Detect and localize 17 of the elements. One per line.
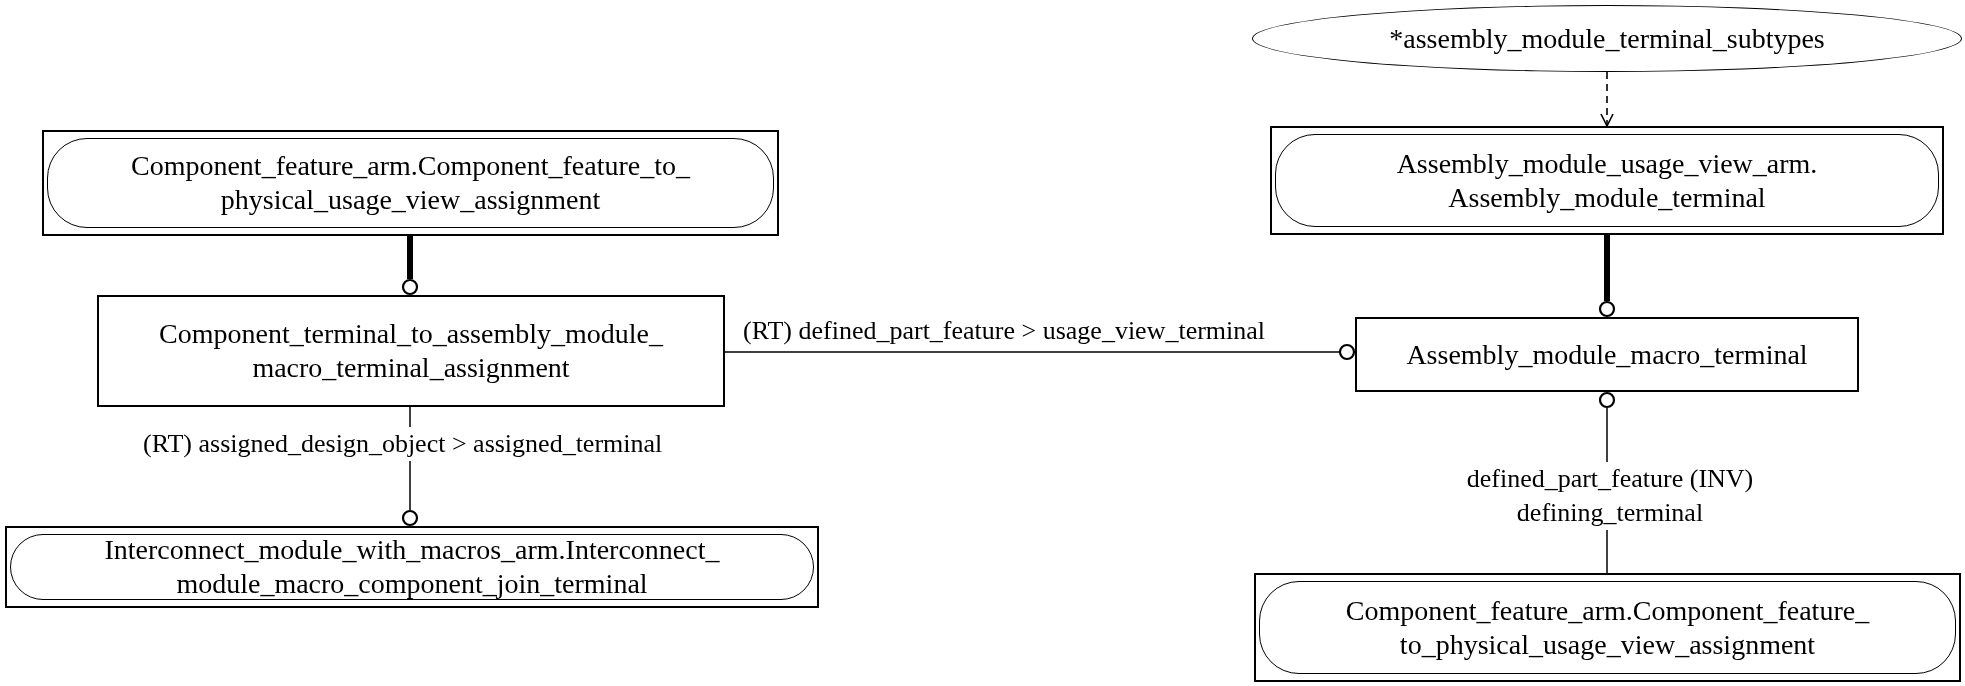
entity-name: *assembly_module_terminal_subtypes: [1389, 21, 1825, 56]
reference-entity-box: [5, 526, 819, 608]
entity-name: Assembly_module_macro_terminal: [1406, 337, 1808, 372]
reference-entity-box: [42, 130, 779, 236]
entity-name: Component_feature_arm.Component_feature_to_ physical_usage_view_assignment: [129, 149, 692, 217]
reference-entity-box: [1270, 126, 1944, 235]
entity-name: Interconnect_module_with_macros_arm.Interconnect_ module_macro_component_join_terminal: [103, 533, 721, 601]
relationship-line: [724, 343, 1356, 361]
entity-box: [1355, 317, 1859, 392]
entity-name: Component_feature_arm.Component_feature_ to_physical_usage_view_assignment: [1344, 593, 1871, 662]
relationship-line: [401, 236, 419, 296]
entity-name: Component_terminal_to_assembly_module_ macro_terminal_assignment: [158, 317, 665, 385]
relationship-line: [1598, 235, 1616, 318]
entity-box: [97, 295, 725, 407]
reference-entity-box: [1254, 573, 1961, 682]
dashed-arrow: [1600, 71, 1614, 127]
entity-name: Assembly_module_usage_view_arm. Assembly_module_terminal: [1395, 146, 1819, 215]
